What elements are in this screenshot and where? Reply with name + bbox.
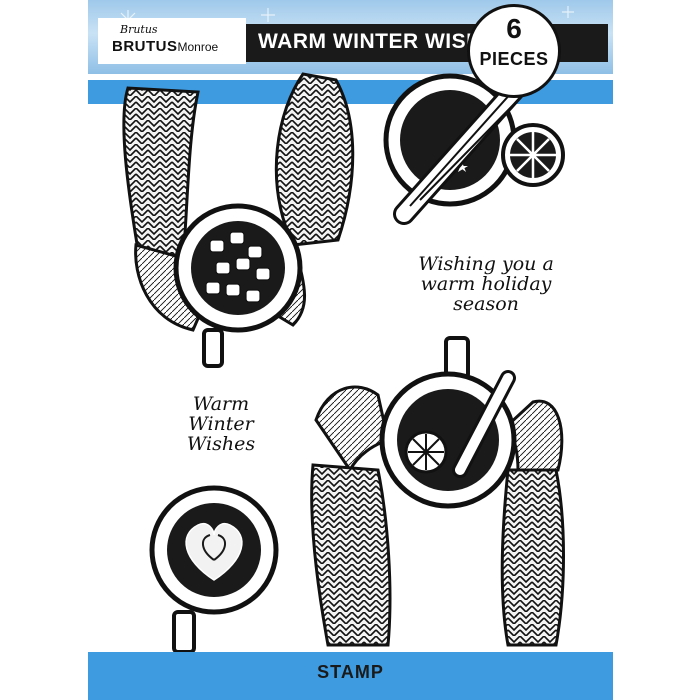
sentiment-wishing-you: Wishing you a warm holiday season xyxy=(418,253,554,315)
stamp-type-label: STAMP xyxy=(317,662,384,682)
stamp-packaging-card: Brutus BRUTUSMonroe WARM WINTER WISHES xyxy=(88,0,613,700)
bottom-blue-band xyxy=(88,652,613,700)
stamp-mulled-cider xyxy=(383,73,565,225)
brand-name: BRUTUSMonroe xyxy=(112,38,218,55)
brand-logo: Brutus BRUTUSMonroe xyxy=(98,18,246,64)
sentiment-warm-winter-wishes: Warm Winter Wishes xyxy=(186,393,256,455)
pieces-count: 6 xyxy=(506,13,522,44)
cinnamon-sticks-icon xyxy=(393,75,529,225)
mug-handle xyxy=(202,328,224,368)
marshmallows-icon xyxy=(205,231,271,303)
brand-signature: Brutus xyxy=(120,23,158,36)
sweater-sleeve-lower-left xyxy=(310,463,392,647)
latte-heart-art-icon xyxy=(185,523,243,581)
cider-drink xyxy=(400,90,500,190)
hand-lower-left xyxy=(314,385,390,473)
stamp-hands-mulled xyxy=(310,336,565,647)
brand-name-sub: Monroe xyxy=(177,40,219,54)
stamp-hands-cocoa xyxy=(122,72,355,368)
stamp-artwork xyxy=(122,72,565,654)
product-title: WARM WINTER WISHES xyxy=(258,30,511,53)
latte-handle xyxy=(172,610,196,654)
citrus-slice-icon xyxy=(404,430,448,474)
brand-name-main: BRUTUS xyxy=(112,38,178,55)
sweater-sleeve-right xyxy=(274,72,355,247)
pieces-label: PIECES xyxy=(479,49,549,69)
star-anise-icon xyxy=(458,162,468,172)
orange-slice-icon xyxy=(501,123,565,187)
stamp-latte xyxy=(149,485,279,654)
sweater-sleeve-lower-right xyxy=(500,468,565,647)
pieces-badge: 6 PIECES xyxy=(467,4,561,98)
